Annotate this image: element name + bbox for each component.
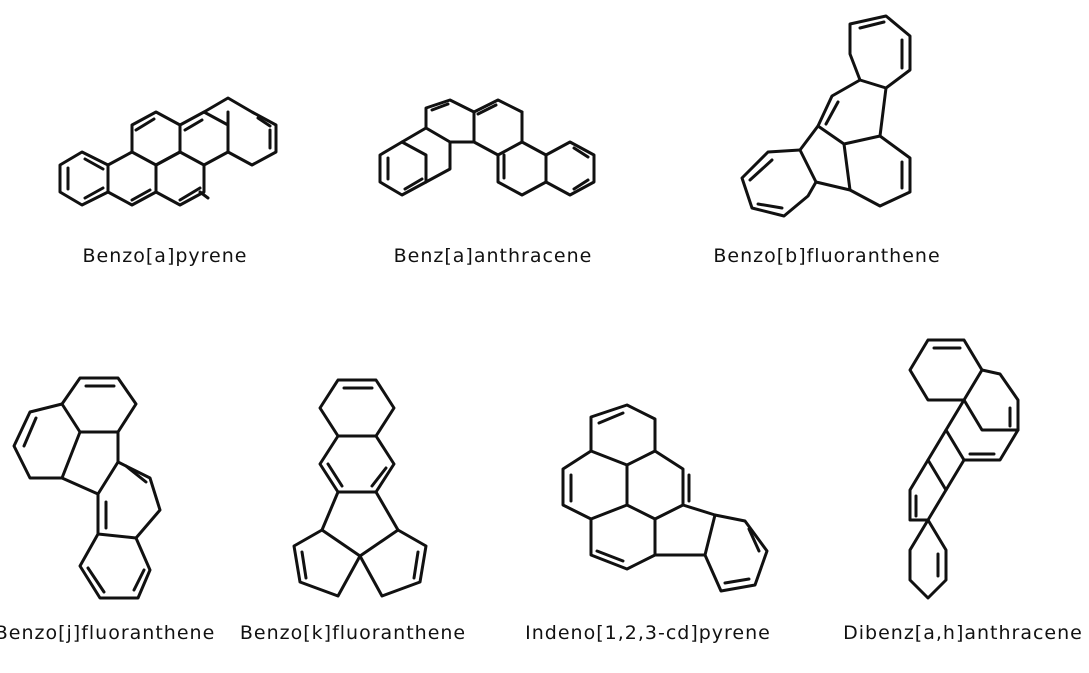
compound-label: Benz[a]anthracene	[393, 245, 593, 267]
compound-label: Benzo[a]pyrene	[82, 245, 248, 267]
compound-label: Dibenz[a,h]anthracene	[843, 622, 1083, 644]
compound-label: Benzo[k]fluoranthene	[239, 622, 467, 644]
compound-label: Indeno[1,2,3-cd]pyrene	[525, 622, 771, 644]
compound-label: Benzo[b]fluoranthene	[713, 245, 941, 267]
dibenz-a-h-anthracene-structure	[908, 338, 1020, 600]
benzo-b-fluoranthene-structure	[740, 14, 912, 218]
compound-label: Benzo[j]fluoranthene	[0, 622, 216, 644]
benzo-a-pyrene-structure	[58, 96, 278, 207]
benzo-j-fluoranthene-structure	[12, 376, 162, 600]
benz-a-anthracene-structure	[378, 98, 596, 197]
benzo-k-fluoranthene-structure	[292, 378, 428, 598]
indeno-123-cd-pyrene-structure	[561, 403, 769, 593]
